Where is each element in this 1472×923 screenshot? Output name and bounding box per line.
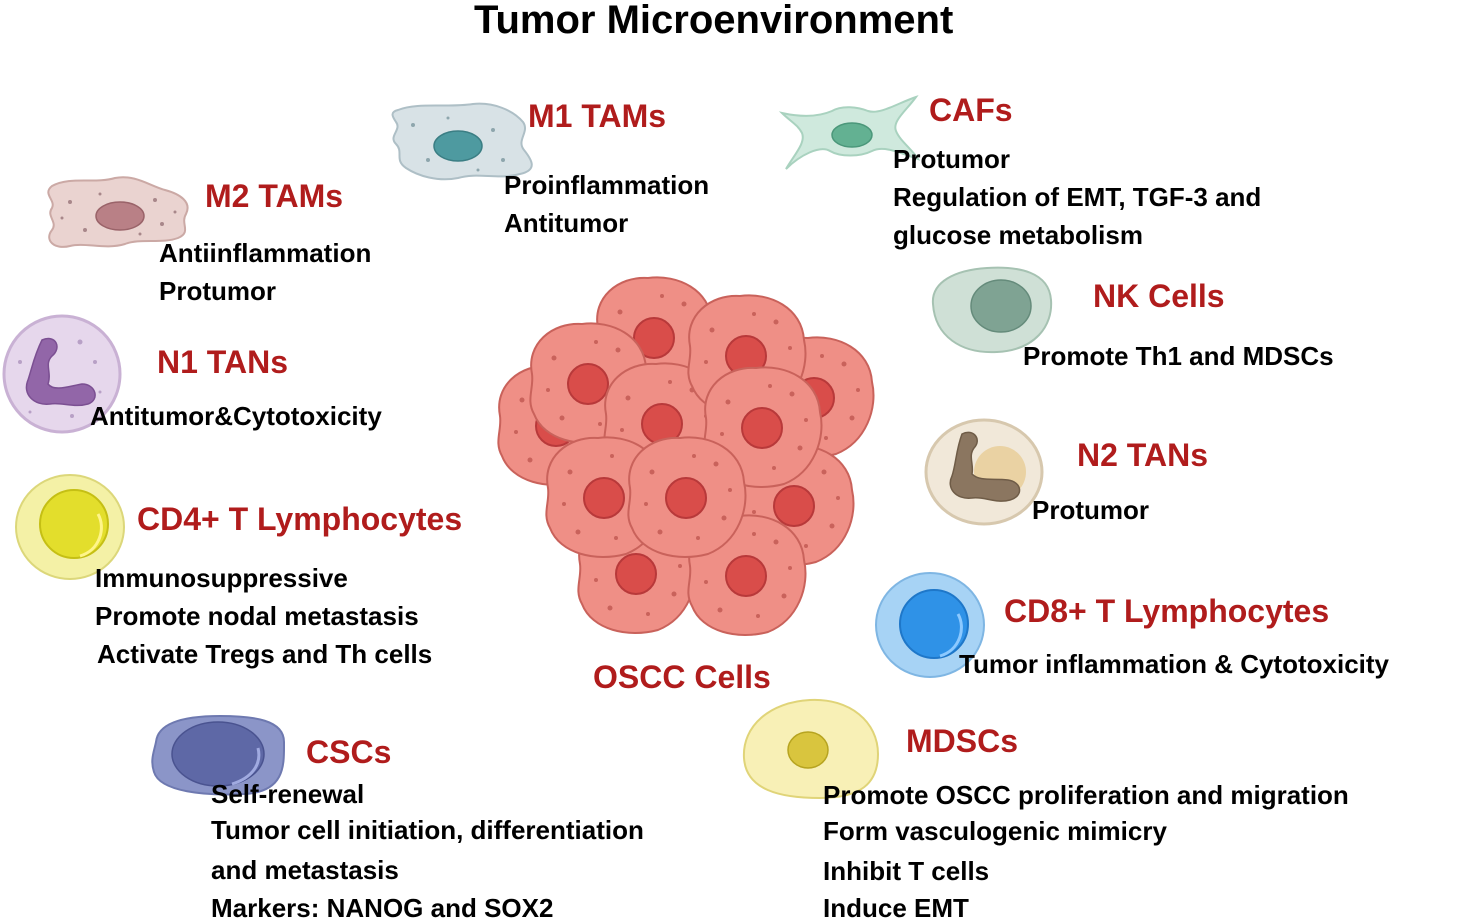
cscs-line-2: Tumor cell initiation, differentiation [211, 815, 644, 845]
oscc-cell-cluster [497, 276, 875, 636]
n1-tan-cell-icon [2, 314, 122, 434]
cafs-line-1: Protumor [893, 144, 1010, 174]
mdscs-line-1: Promote OSCC proliferation and migration [823, 780, 1349, 810]
m2-tam-cell-icon [47, 176, 189, 248]
nk-cells-line-1: Promote Th1 and MDSCs [1023, 341, 1334, 371]
m2-tams-line-2: Protumor [159, 276, 276, 306]
cd4-line-3: Activate Tregs and Th cells [97, 639, 433, 669]
cd8-t-cell-icon [875, 572, 985, 678]
oscc-cells-label: OSCC Cells [593, 659, 771, 695]
cafs-line-2: Regulation of EMT, TGF-3 and [893, 182, 1262, 212]
n1-tans-heading: N1 TANs [157, 344, 288, 380]
csc-cell-icon [151, 714, 286, 796]
m1-tams-heading: M1 TAMs [528, 98, 667, 134]
cscs-heading: CSCs [306, 734, 392, 770]
cafs-line-3: glucose metabolism [893, 220, 1143, 250]
m1-tam-cell-icon [391, 102, 533, 181]
cscs-line-1: Self-renewal [211, 779, 365, 809]
cscs-line-3: and metastasis [211, 855, 399, 885]
mdscs-line-4: Induce EMT [823, 893, 969, 923]
nk-cell-icon [931, 266, 1053, 354]
cd4-line-2: Promote nodal metastasis [95, 601, 419, 631]
m1-tams-line-2: Antitumor [504, 208, 629, 238]
cd8-heading: CD8+ T Lymphocytes [1004, 593, 1330, 629]
cd4-line-1: Immunosuppressive [95, 563, 348, 593]
m2-tams-heading: M2 TAMs [205, 178, 344, 214]
cafs-heading: CAFs [929, 92, 1013, 128]
cd8-line-1: Tumor inflammation & Cytotoxicity [959, 649, 1389, 679]
m1-tams-line-1: Proinflammation [504, 170, 710, 200]
diagram-title: Tumor Microenvironment [474, 0, 954, 42]
caf-cell-icon [778, 95, 921, 170]
mdscs-heading: MDSCs [906, 723, 1019, 759]
n2-tan-cell-icon [924, 418, 1044, 526]
cscs-line-4: Markers: NANOG and SOX2 [211, 893, 554, 923]
mdscs-line-2: Form vasculogenic mimicry [823, 816, 1167, 846]
cd4-t-cell-icon [15, 474, 125, 580]
mdsc-cell-icon [742, 698, 880, 800]
n1-tans-line-1: Antitumor&Cytotoxicity [90, 401, 382, 431]
mdscs-line-3: Inhibit T cells [823, 856, 990, 886]
n2-tans-heading: N2 TANs [1077, 437, 1208, 473]
n2-tans-line-1: Protumor [1032, 495, 1149, 525]
nk-cells-heading: NK Cells [1093, 278, 1225, 314]
cd4-heading: CD4+ T Lymphocytes [137, 501, 463, 537]
m2-tams-line-1: Antiinflammation [159, 238, 372, 268]
